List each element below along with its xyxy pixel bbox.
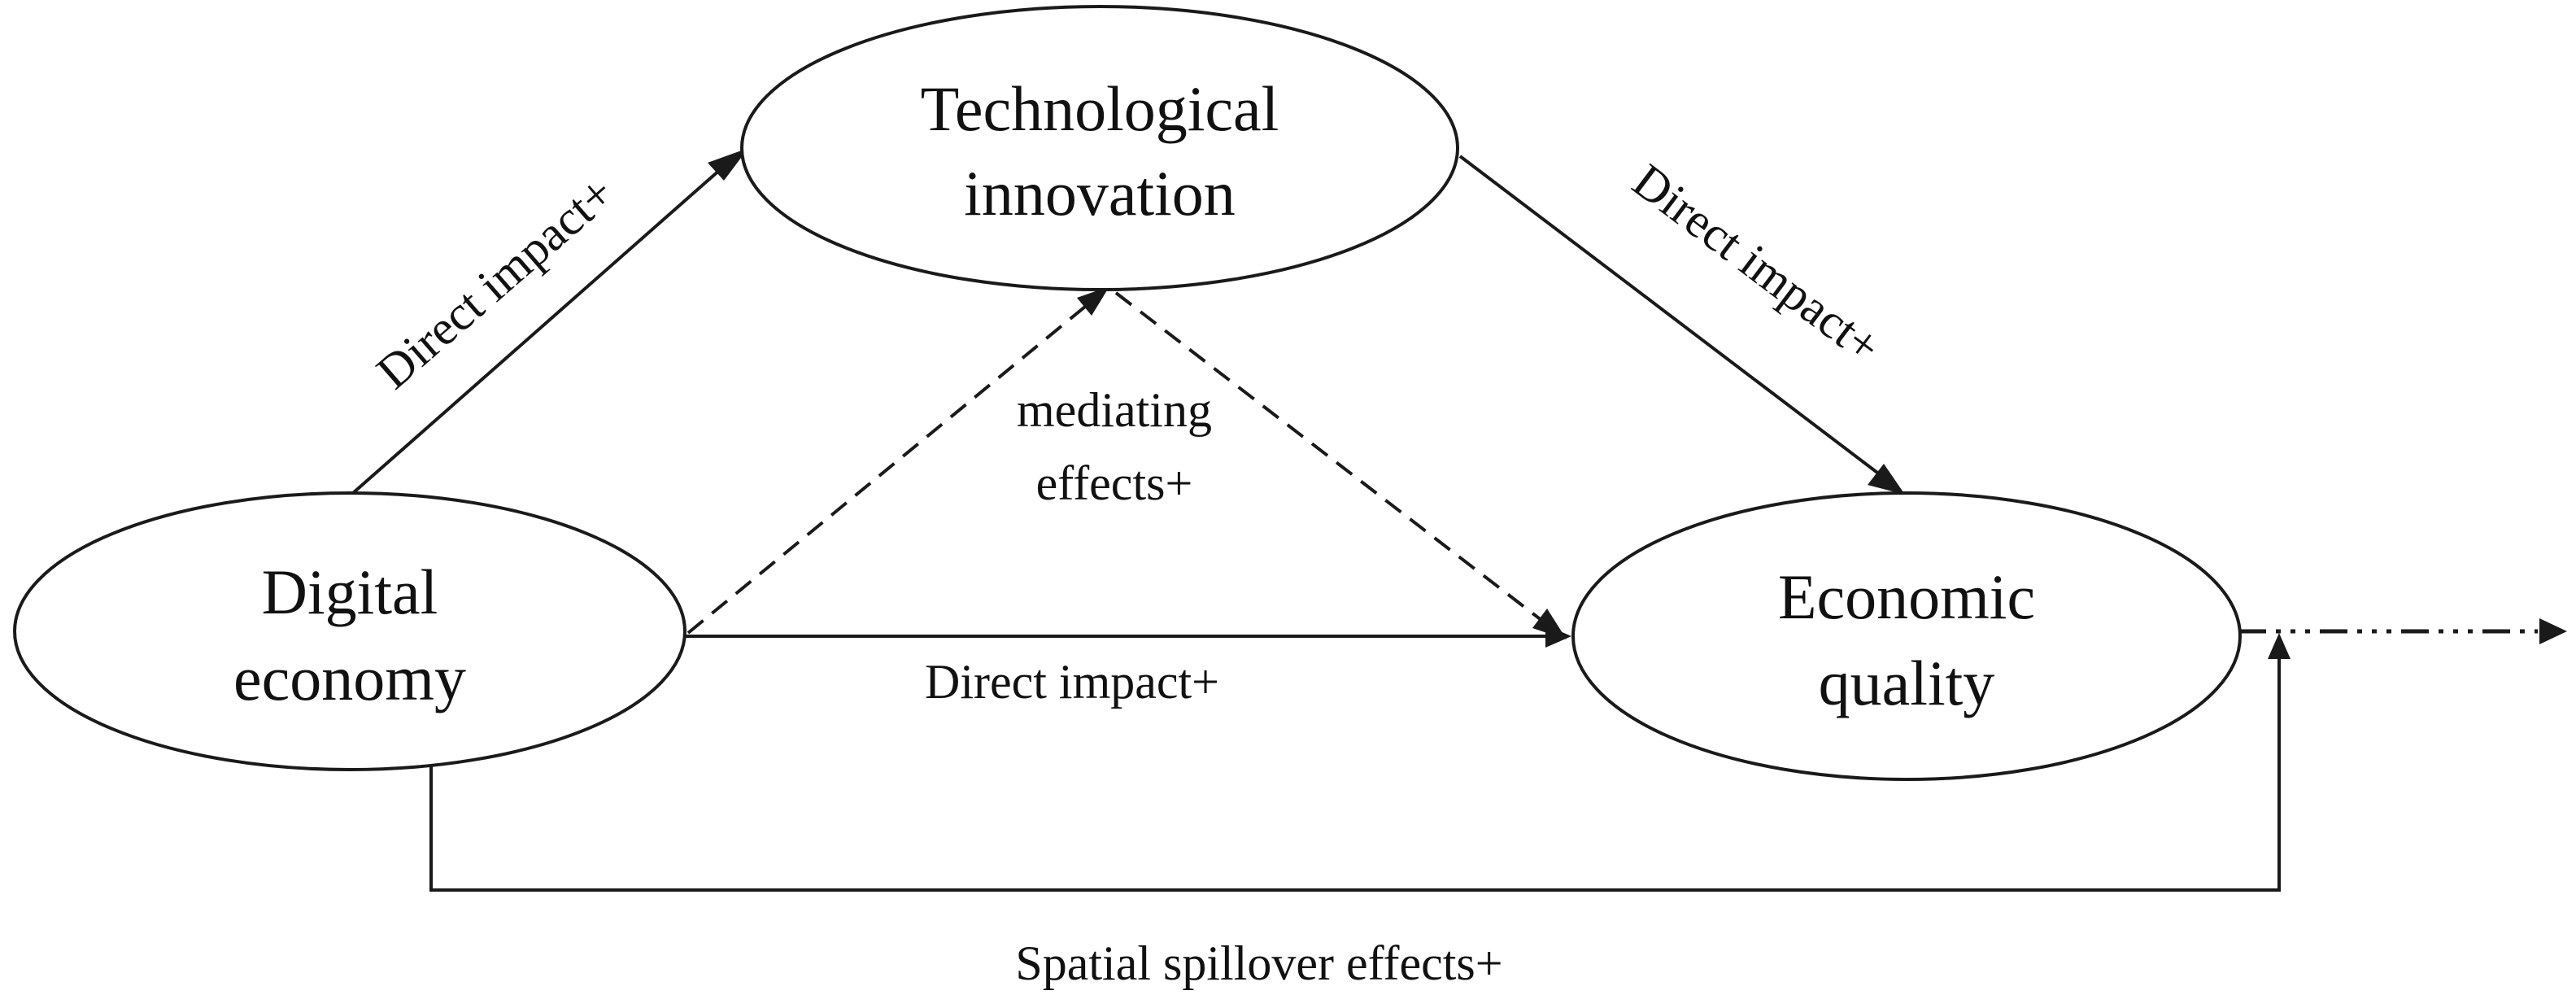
edge-label-mediating-line1: mediating — [1017, 383, 1212, 437]
edge-label-spatial-spillover: Spatial spillover effects+ — [1015, 936, 1502, 990]
node-label: economy — [233, 643, 466, 713]
arrowhead-icon — [2268, 633, 2291, 659]
arrowhead-icon — [1077, 286, 1109, 316]
node-economic-quality: Economic quality — [1571, 491, 2242, 781]
node-technological-innovation: Technological innovation — [740, 5, 1459, 291]
edge-label-mediating-line2: effects+ — [1036, 456, 1193, 510]
edge-mediating-down — [1114, 291, 1567, 639]
node-label: innovation — [964, 158, 1236, 229]
edge-label-digital-to-quality: Direct impact+ — [925, 655, 1219, 709]
edge-label-tech-to-quality: Direct impact+ — [1624, 154, 1891, 374]
node-label: quality — [1819, 648, 1995, 718]
arrowhead-icon — [1532, 609, 1567, 639]
edge-digital-to-tech — [351, 148, 748, 495]
edge-outward-spillover — [2238, 618, 2567, 644]
arrowhead-icon — [1868, 464, 1905, 495]
node-digital-economy: Digital economy — [13, 491, 686, 771]
edge-spatial-spillover — [429, 633, 2291, 892]
node-label: Digital — [262, 556, 438, 627]
arrowhead-icon — [2539, 618, 2567, 644]
edge-mediating-up — [686, 286, 1109, 635]
node-label: Economic — [1778, 561, 2035, 632]
node-label: Technological — [921, 73, 1279, 144]
edge-tech-to-quality — [1458, 155, 1905, 495]
edge-digital-to-quality — [683, 625, 1571, 648]
arrowhead-icon — [708, 148, 748, 181]
edge-label-digital-to-tech: Direct impact+ — [367, 165, 625, 399]
